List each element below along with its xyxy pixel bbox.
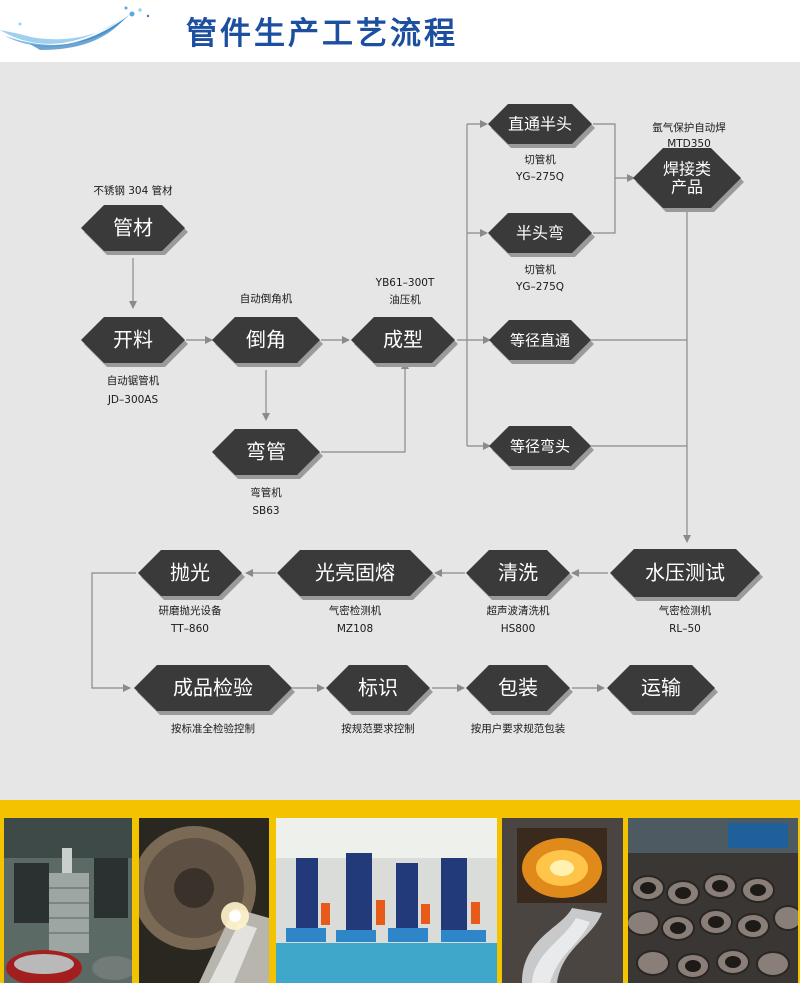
node-marking: 标识 bbox=[326, 665, 433, 715]
node-label: 标识 bbox=[358, 676, 398, 700]
annotation-bend-machine-name: 弯管机 bbox=[250, 486, 282, 499]
annotation-cutter-2-name: 切管机 bbox=[524, 263, 556, 276]
annotation-cleaning-machine-model: HS800 bbox=[501, 623, 536, 635]
node-hexagon bbox=[488, 104, 592, 144]
photo-saw-cutting-line bbox=[4, 818, 132, 983]
node-label: 运输 bbox=[641, 676, 681, 700]
node-chamfer: 倒角 bbox=[212, 317, 323, 367]
node-hexagon bbox=[489, 320, 591, 360]
node-equal-straight: 等径直通 bbox=[489, 320, 594, 364]
node-straight-half: 直通半头 bbox=[488, 104, 595, 148]
annotation-inspect-note: 按标准全检验控制 bbox=[171, 722, 255, 735]
annotation-chamfer-machine: 自动倒角机 bbox=[240, 292, 293, 305]
node-label: 成品检验 bbox=[173, 676, 253, 700]
node-cleaning: 清洗 bbox=[466, 550, 573, 600]
merge-halves bbox=[593, 123, 616, 234]
node-bend: 弯管 bbox=[212, 429, 323, 479]
annotation-cut-machine-name: 自动锯管机 bbox=[107, 374, 160, 387]
node-polish: 抛光 bbox=[138, 550, 245, 600]
node-hexagon bbox=[607, 665, 715, 711]
node-hexagon bbox=[633, 148, 741, 208]
node-hexagon bbox=[81, 317, 185, 363]
node-hexagon bbox=[134, 665, 292, 711]
photo-polishing-wheel bbox=[139, 818, 269, 983]
annotation-polish-machine-model: TT–860 bbox=[170, 623, 209, 635]
node-hexagon bbox=[466, 550, 570, 596]
node-label: 等径直通 bbox=[510, 332, 570, 350]
annotation-anneal-machine-name: 气密检测机 bbox=[329, 604, 382, 617]
photo-strip bbox=[0, 818, 800, 983]
flowchart-area: 管材开料 倒角弯管 成型 直通半头半头弯 焊接类产品等径直通等径弯头水压测试 清洗 光亮固熔… bbox=[0, 62, 800, 800]
node-hexagon bbox=[212, 317, 320, 363]
page-title: 管件生产工艺流程 bbox=[186, 16, 458, 52]
photo-press-workshop bbox=[276, 818, 497, 983]
annotation-marking-note: 按规范要求控制 bbox=[341, 722, 415, 735]
node-label: 抛光 bbox=[170, 561, 210, 585]
annotation-cleaning-machine-name: 超声波清洗机 bbox=[487, 604, 550, 617]
node-label: 水压测试 bbox=[645, 561, 725, 585]
water-splash-logo bbox=[0, 6, 150, 50]
annotation-cut-machine-model: JD–300AS bbox=[107, 394, 159, 406]
annotation-anneal-machine-model: MZ108 bbox=[337, 623, 373, 635]
annotation-cutter-2-model: YG–275Q bbox=[515, 281, 564, 293]
node-label: 等径弯头 bbox=[510, 438, 570, 456]
node-form: 成型 bbox=[351, 317, 458, 367]
node-transport: 运输 bbox=[607, 665, 718, 715]
node-label: 半头弯 bbox=[516, 224, 564, 243]
annotation-pressure-machine-name: 气密检测机 bbox=[659, 604, 712, 617]
node-equal-elbow: 等径弯头 bbox=[489, 426, 594, 470]
arrow-polish-to-inspect bbox=[91, 572, 136, 692]
annotation-packing-note: 按用户要求规范包装 bbox=[471, 722, 566, 735]
node-final-inspect: 成品检验 bbox=[134, 665, 295, 715]
annotation-pipe-material: 不锈钢 304 管材 bbox=[93, 184, 173, 197]
annotation-pressure-machine-model: RL–50 bbox=[669, 623, 701, 635]
node-hexagon bbox=[81, 205, 185, 251]
node-pipe: 管材 bbox=[81, 205, 188, 255]
node-label: 管材 bbox=[113, 216, 153, 240]
annotation-argon-weld-name: 氩气保护自动焊 bbox=[652, 121, 726, 134]
node-hexagon bbox=[610, 549, 760, 597]
annotation-bend-machine-model: SB63 bbox=[252, 505, 279, 517]
node-hexagon bbox=[351, 317, 455, 363]
annotation-press-machine-model: YB61–300T bbox=[375, 277, 435, 289]
node-hexagon bbox=[212, 429, 320, 475]
node-label: 清洗 bbox=[498, 561, 538, 585]
yellow-band bbox=[0, 800, 800, 818]
node-pressure-test: 水压测试 bbox=[610, 549, 763, 601]
node-hexagon bbox=[466, 665, 570, 711]
node-label: 包装 bbox=[498, 676, 538, 700]
node-cut: 开料 bbox=[81, 317, 188, 367]
node-bright-anneal: 光亮固熔 bbox=[277, 550, 436, 600]
arrow-bend-to-form bbox=[321, 361, 409, 453]
node-label: 开料 bbox=[113, 328, 153, 352]
node-label: 焊接类 bbox=[663, 160, 711, 179]
node-packing: 包装 bbox=[466, 665, 573, 715]
annotation-argon-weld-model: MTD350 bbox=[667, 138, 711, 150]
annotation-cutter-1-model: YG–275Q bbox=[515, 171, 564, 183]
node-hexagon bbox=[326, 665, 430, 711]
node-label: 成型 bbox=[383, 328, 423, 352]
node-label: 产品 bbox=[671, 178, 703, 197]
node-label: 弯管 bbox=[246, 440, 286, 464]
node-hexagon bbox=[138, 550, 242, 596]
node-hexagon bbox=[277, 550, 433, 596]
node-label: 直通半头 bbox=[508, 115, 572, 134]
node-label: 光亮固熔 bbox=[315, 561, 395, 585]
node-label: 倒角 bbox=[246, 328, 286, 352]
photo-finished-fittings bbox=[628, 818, 798, 983]
node-elbow-half: 半头弯 bbox=[488, 213, 595, 257]
annotation-polish-machine-name: 研磨抛光设备 bbox=[159, 604, 222, 617]
photo-annealing-furnace bbox=[502, 818, 623, 983]
connectors bbox=[91, 120, 691, 692]
node-hexagon bbox=[489, 426, 591, 466]
annotation-press-machine-name: 油压机 bbox=[389, 293, 421, 306]
node-hexagon bbox=[488, 213, 592, 253]
header: 管件生产工艺流程 bbox=[0, 0, 800, 62]
annotation-cutter-1-name: 切管机 bbox=[524, 153, 556, 166]
